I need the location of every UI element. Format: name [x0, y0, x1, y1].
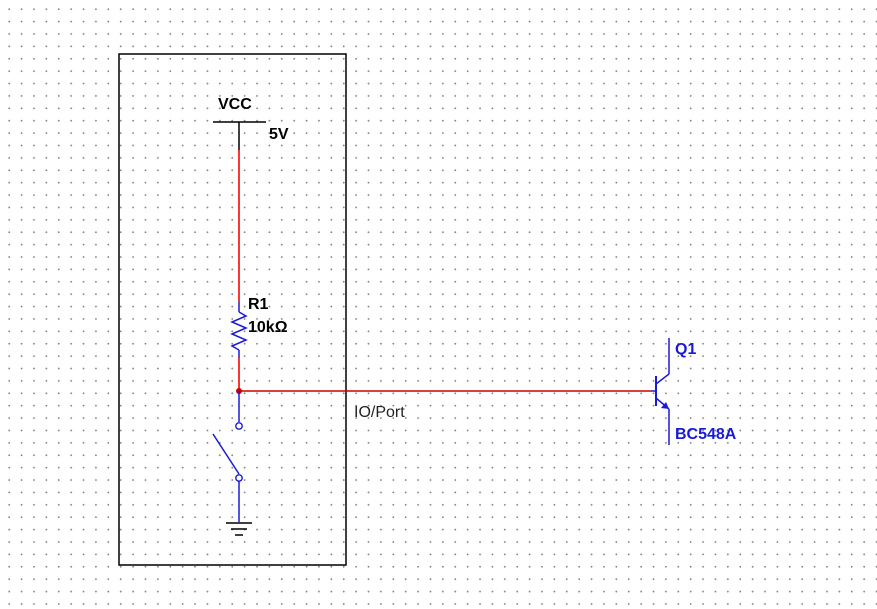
switch-lever[interactable]	[212, 433, 240, 475]
ground-icon	[226, 522, 252, 536]
vcc-label: VCC	[218, 96, 252, 113]
r1-value: 10kΩ	[248, 319, 288, 336]
switch-contact-top	[235, 422, 243, 430]
vcc-voltage-value: 5V	[269, 126, 289, 143]
resistor-r1-symbol[interactable]	[230, 311, 248, 351]
switch-contact-bottom	[235, 474, 243, 482]
module-boundary-box	[118, 53, 347, 566]
q1-reference: Q1	[675, 341, 697, 358]
io-port-net-label: IO/Port	[354, 404, 405, 421]
q1-part-number: BC548A	[675, 426, 737, 443]
transistor-q1-symbol[interactable]	[651, 338, 670, 445]
r1-reference: R1	[248, 296, 269, 313]
